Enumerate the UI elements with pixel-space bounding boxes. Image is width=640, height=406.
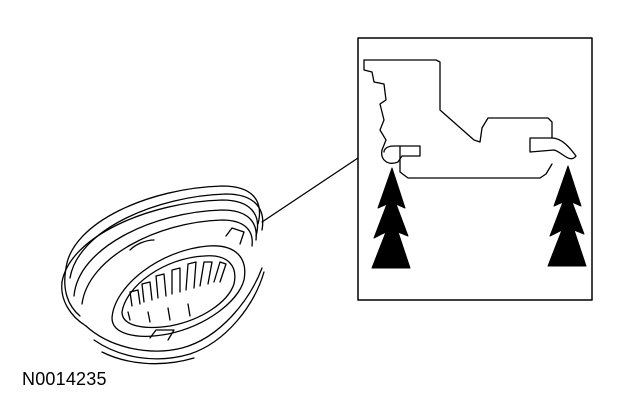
sleeve-cross-section xyxy=(363,59,577,179)
synchronizer-sleeve xyxy=(61,185,265,365)
arrow-up-icon xyxy=(547,165,587,267)
arrow-up-icon xyxy=(371,167,411,269)
leader-line xyxy=(261,157,359,223)
figure-id-label: N0014235 xyxy=(22,369,107,389)
detail-frame xyxy=(357,37,593,301)
